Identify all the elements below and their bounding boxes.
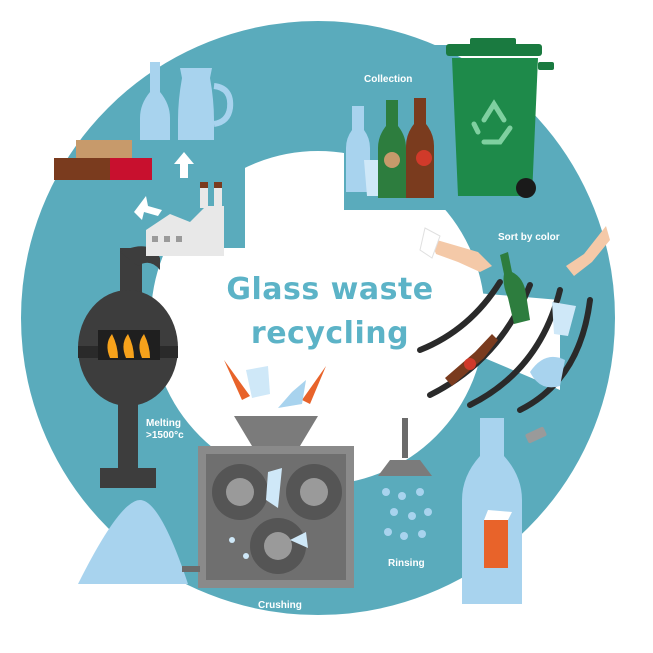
glass-icon — [552, 302, 576, 336]
cullet-pile-icon — [78, 500, 200, 584]
funnel-icon — [234, 416, 318, 446]
bottle-icon — [462, 418, 522, 604]
hand-icon — [566, 226, 610, 276]
shower-head-icon — [378, 418, 432, 476]
label-cullet: Cullet — [116, 594, 144, 605]
gear-icon — [286, 464, 342, 520]
label-collection: Collection — [364, 74, 413, 85]
glass-icon — [246, 366, 306, 408]
page-title-line2: recycling — [250, 316, 410, 351]
page-title-line1: Glass waste — [226, 272, 434, 307]
hand-icon — [419, 227, 492, 272]
label-melting-line1: Melting — [146, 418, 181, 429]
label-sort-by-color: Sort by color — [498, 232, 560, 243]
brick-icon — [54, 140, 152, 180]
glass-shards — [229, 468, 308, 559]
label-remove-cap-line1: Remove cap — [530, 530, 589, 541]
flame-icon — [107, 334, 150, 358]
funnel-icon — [530, 356, 565, 388]
label-melting-line2: >1500°c — [146, 430, 184, 441]
bottle-icon — [406, 98, 434, 198]
trash-bin-icon — [446, 38, 554, 198]
bottle-icon — [500, 252, 530, 324]
gear-icon — [212, 464, 268, 520]
label-crushing: Crushing — [258, 600, 302, 611]
bottle-icon — [445, 334, 498, 386]
bottle-icon — [346, 106, 370, 192]
bottle-cap-icon — [525, 426, 547, 444]
bottle-icon — [140, 62, 170, 140]
arrow-icon — [134, 152, 194, 220]
gear-icon — [250, 518, 306, 574]
water-drop-icon — [382, 488, 432, 540]
recycle-icon — [471, 99, 513, 145]
label-remove-cap-line2: and label — [530, 542, 574, 553]
bottle-icon — [378, 100, 406, 198]
arrow-icon — [224, 360, 326, 404]
label-rinsing: Rinsing — [388, 558, 425, 569]
factory-icon — [146, 182, 224, 256]
jug-icon — [178, 68, 234, 140]
